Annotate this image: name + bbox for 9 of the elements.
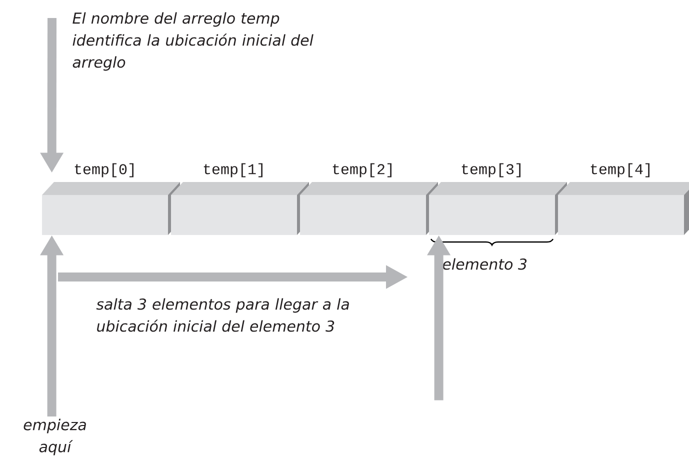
node-label: temp[0] (74, 163, 134, 178)
element-label: elemento 3 (442, 258, 527, 270)
node-label: temp[1] (204, 163, 262, 178)
note-text: El nombre del arreglo temp identifica la ubicación inicial del arreglo (72, 12, 314, 71)
node-label: temp[4] (590, 163, 650, 178)
node-label: temp[2] (332, 163, 392, 178)
node-label: temp[3] (462, 163, 520, 178)
start-text: empieza aquí (24, 418, 86, 456)
note-text: salta 3 elementos para llegar a la ubicación inicial del elemento 3 (96, 298, 349, 332)
